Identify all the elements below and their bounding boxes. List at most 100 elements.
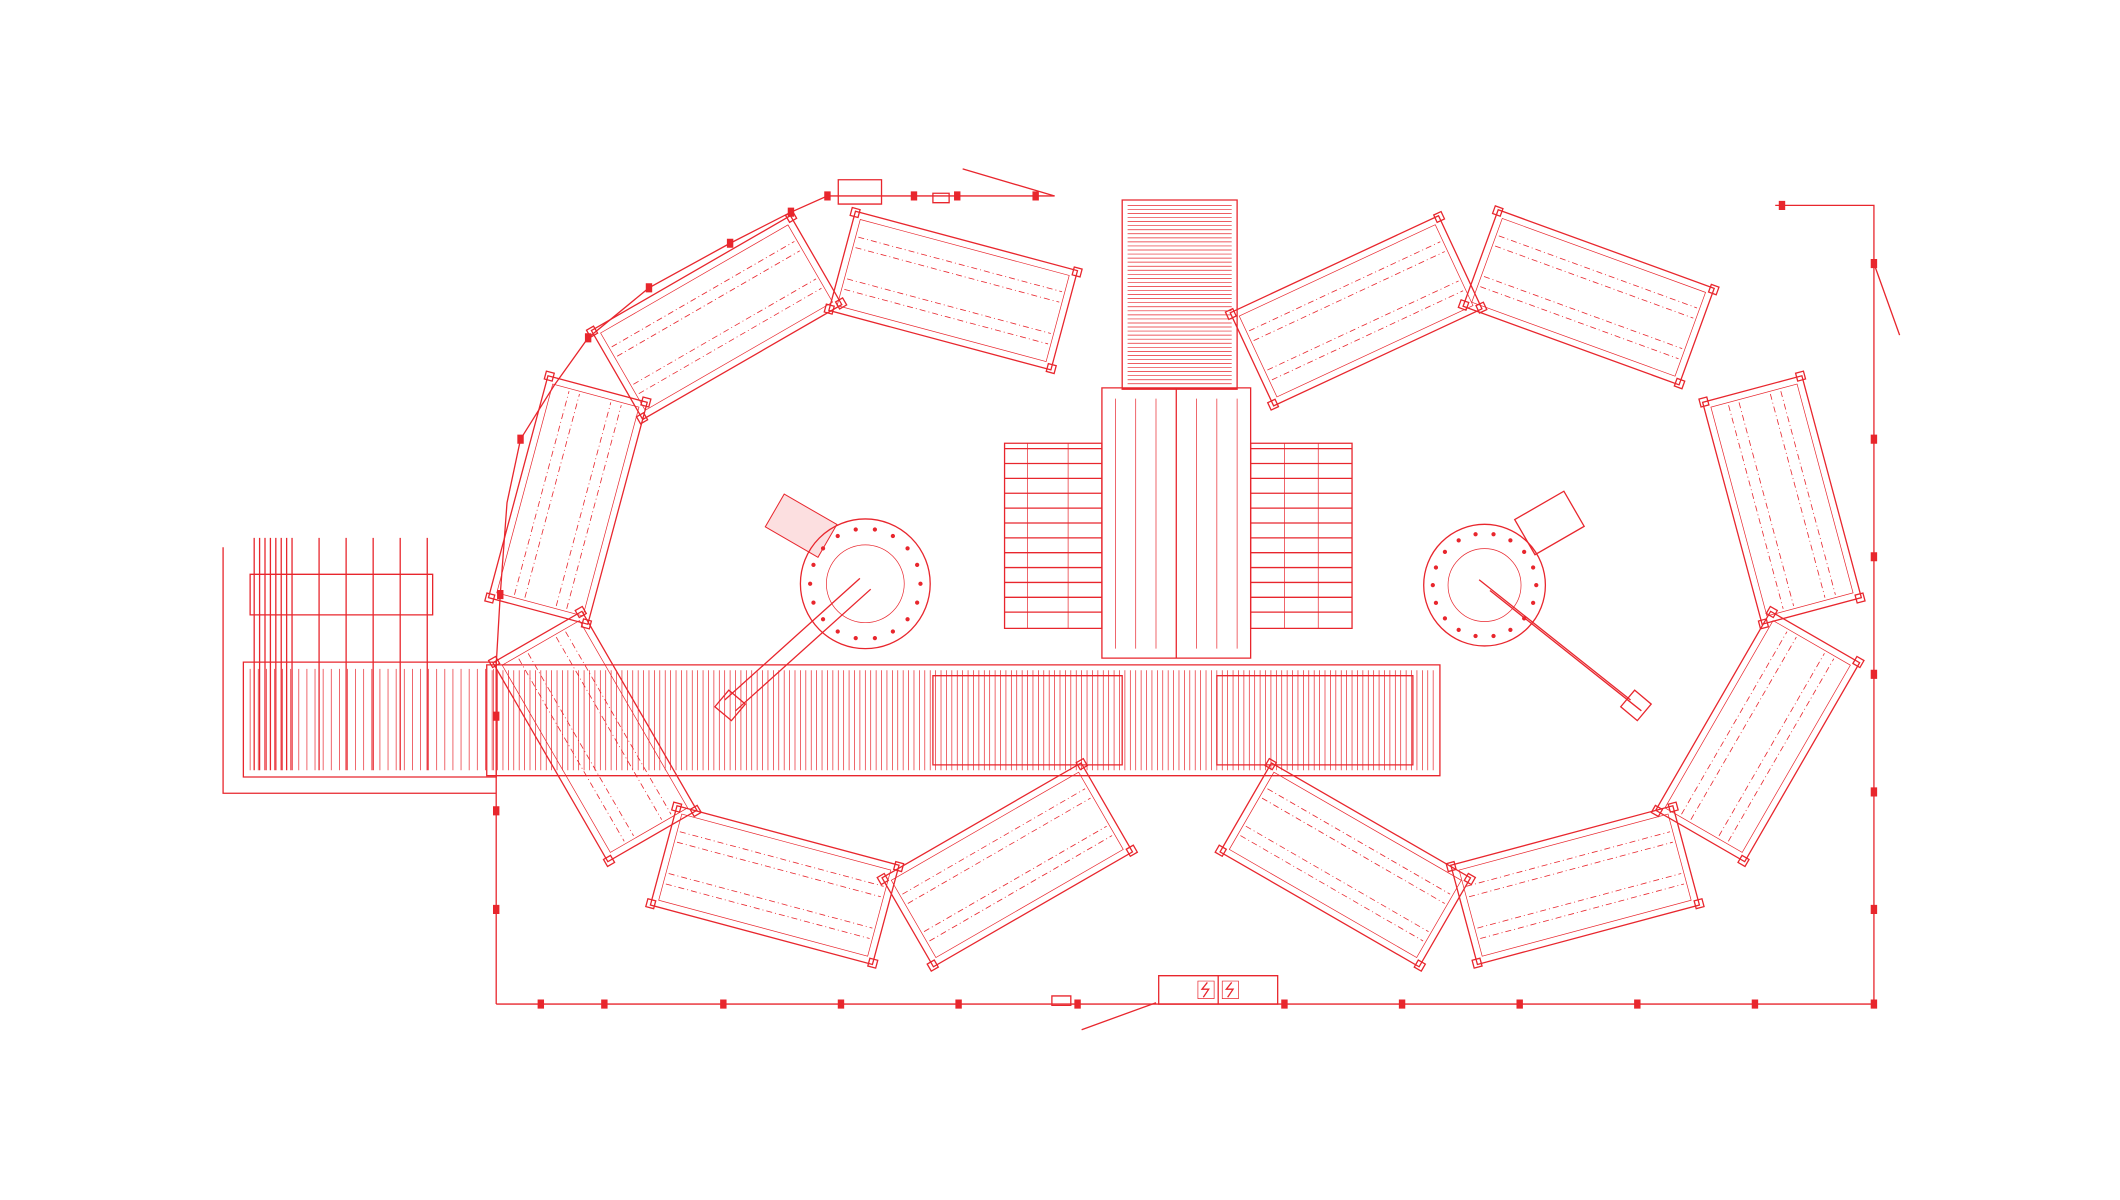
bin-foot	[1668, 802, 1678, 812]
gate-bottom[interactable]	[1082, 1003, 1156, 1030]
fence-post	[1871, 553, 1876, 561]
bin-foot	[575, 606, 586, 617]
gate-right[interactable]	[1874, 264, 1900, 336]
bin-guide	[1262, 798, 1445, 903]
bin	[877, 759, 1137, 972]
bin-guide	[1739, 402, 1794, 606]
robot-base	[800, 519, 930, 649]
bolt	[1457, 628, 1460, 631]
bin-foot	[1853, 656, 1864, 667]
electrical-cabinet	[1159, 976, 1278, 1004]
switch-box-top	[933, 193, 949, 202]
bin-foot	[1674, 378, 1684, 388]
bin-foot	[786, 211, 797, 222]
bin-guide	[844, 289, 1048, 344]
bin-inner	[1472, 218, 1706, 376]
bolt	[1492, 533, 1495, 536]
bin-guide	[1495, 246, 1693, 318]
bin-guide	[1682, 632, 1787, 815]
bin-foot	[1046, 364, 1056, 374]
bin-guide	[633, 279, 816, 384]
bin-foot	[544, 371, 554, 381]
bolt	[1523, 550, 1526, 553]
bin-guide	[556, 637, 661, 820]
bin-guide	[1484, 276, 1682, 348]
robot-arm	[736, 589, 871, 711]
safety-fence	[496, 169, 1899, 1030]
bin-frame	[1703, 376, 1862, 624]
infeed-magazine	[223, 538, 496, 793]
bin-foot	[868, 958, 878, 968]
gate-top[interactable]	[963, 169, 1055, 196]
bin-inner	[1711, 384, 1853, 616]
fence-right	[1775, 205, 1874, 1004]
bolt	[906, 618, 909, 621]
fence-post	[1871, 1000, 1876, 1008]
bin-inner	[497, 384, 639, 616]
bin-guide	[908, 798, 1091, 903]
bolt	[1474, 634, 1477, 637]
bin	[1458, 206, 1719, 389]
bin-foot	[489, 656, 500, 667]
bin-foot	[1215, 845, 1226, 856]
fence-post	[1871, 435, 1876, 443]
robot-turntable	[826, 545, 904, 623]
bin	[646, 802, 904, 968]
bolt	[1431, 584, 1434, 587]
bin-frame	[1230, 216, 1482, 406]
bolt	[1443, 550, 1446, 553]
bin-guide	[680, 832, 884, 887]
bin-foot	[1434, 212, 1445, 223]
bolt	[1532, 601, 1535, 604]
bin-foot	[927, 960, 938, 971]
left-rack	[1005, 443, 1102, 628]
fence-post	[955, 192, 960, 200]
bin-guide	[858, 237, 1062, 292]
bin	[587, 211, 847, 424]
bin-frame	[1656, 611, 1860, 861]
switch-box-bottom	[1052, 996, 1071, 1005]
bin-guide	[1480, 884, 1684, 939]
fence-left	[496, 196, 1054, 1004]
robot-left	[715, 494, 930, 721]
robot-arm	[1490, 591, 1641, 711]
bin-foot	[672, 802, 682, 812]
control-box-top	[838, 180, 881, 204]
bin-guide	[1254, 252, 1445, 341]
bin-guide	[566, 632, 671, 815]
high-voltage-icon	[1198, 981, 1214, 999]
fence-post	[838, 1000, 843, 1008]
bolt	[1474, 533, 1477, 536]
fence-post	[956, 1000, 961, 1008]
bin-frame	[829, 211, 1078, 370]
high-voltage-icon	[1222, 981, 1238, 999]
fence-post	[727, 239, 732, 247]
bin-guide	[1770, 394, 1825, 598]
bin-foot	[603, 855, 614, 866]
bin-guide	[1272, 291, 1463, 380]
bin	[1699, 371, 1865, 629]
bin-inner	[1229, 772, 1461, 957]
bin-guide	[617, 251, 800, 356]
robot-controller	[765, 494, 837, 557]
bin-foot	[1225, 309, 1236, 320]
bin	[485, 371, 651, 629]
bolt	[812, 563, 815, 566]
bin-inner	[659, 814, 891, 956]
bolt	[916, 601, 919, 604]
bin-guide	[666, 884, 870, 939]
bolt	[891, 630, 894, 633]
robot-turntable	[1448, 549, 1521, 622]
bin-foot	[646, 899, 656, 909]
bolt	[891, 534, 894, 537]
bin-foot	[1738, 855, 1749, 866]
bin-frame	[1463, 210, 1714, 385]
conveyor-guard	[1217, 676, 1413, 765]
bin-inner	[1459, 814, 1691, 956]
bin	[1651, 606, 1864, 866]
bin	[1215, 759, 1475, 972]
bin-foot	[1268, 399, 1279, 410]
bolt	[812, 601, 815, 604]
bin-foot	[1493, 206, 1503, 216]
